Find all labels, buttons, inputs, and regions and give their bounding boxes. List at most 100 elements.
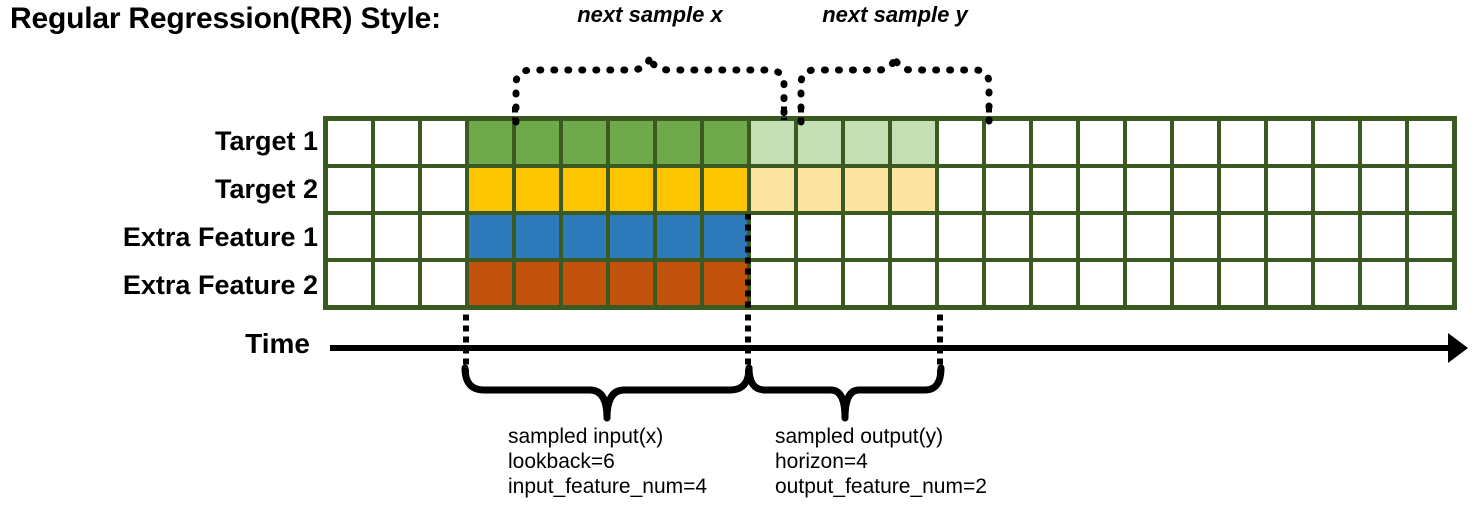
grid-cell (610, 215, 653, 258)
grid-row-target-2 (328, 168, 1452, 211)
grid-row-target-1 (328, 121, 1452, 164)
grid-cell (1033, 121, 1076, 164)
time-axis-line (330, 345, 1458, 351)
guide-line-top-x-start (512, 104, 518, 120)
grid-cell (563, 262, 606, 305)
grid-cell (1127, 215, 1170, 258)
annotation-sampled-output-line-3: output_feature_num=2 (775, 475, 987, 498)
grid-cell (563, 215, 606, 258)
annotation-sampled-input-line-2: lookback=6 (508, 450, 615, 473)
grid-cell (704, 121, 747, 164)
guide-line-input-end-upper (745, 214, 751, 312)
grid-row-extra-feature-1 (328, 215, 1452, 258)
bottom-brace-sampled-output (745, 364, 945, 422)
grid-cell (1315, 215, 1358, 258)
grid-cell (469, 121, 512, 164)
guide-line-input-end (745, 311, 751, 373)
grid-cell (704, 168, 747, 211)
grid-cell (657, 121, 700, 164)
grid-cell (610, 262, 653, 305)
grid-cell (798, 168, 841, 211)
annotation-sampled-input-line-3: input_feature_num=4 (508, 475, 708, 498)
grid-cell (1268, 121, 1311, 164)
grid-cell (1174, 168, 1217, 211)
grid-cell (657, 262, 700, 305)
grid-cell (516, 262, 559, 305)
grid-cell (563, 121, 606, 164)
grid-cell (798, 121, 841, 164)
time-axis-arrowhead (1448, 333, 1468, 363)
grid-cell (328, 121, 371, 164)
grid-cell (1080, 121, 1123, 164)
grid-cell (375, 121, 418, 164)
bottom-brace-sampled-input (461, 364, 753, 422)
row-label-target-1: Target 1 (214, 126, 318, 156)
grid-cell (1033, 262, 1076, 305)
grid-cell (986, 168, 1029, 211)
row-label-target-2: Target 2 (214, 174, 318, 204)
grid-cell (892, 215, 935, 258)
grid-cell (1127, 121, 1170, 164)
grid-cell (328, 168, 371, 211)
grid-cell (1174, 215, 1217, 258)
grid-cell (939, 262, 982, 305)
grid-cell (657, 168, 700, 211)
grid-cell (657, 215, 700, 258)
row-label-column: Target 1 Target 2 Extra Feature 1 Extra … (0, 0, 318, 516)
grid-cell (1221, 121, 1264, 164)
grid-cell (939, 121, 982, 164)
grid-cell (1221, 262, 1264, 305)
row-label-extra-feature-2: Extra Feature 2 (122, 270, 318, 300)
grid-cell (751, 168, 794, 211)
grid-cell (986, 215, 1029, 258)
grid-cell (422, 262, 465, 305)
grid-cell (798, 262, 841, 305)
grid-cell (845, 121, 888, 164)
grid-cell (1268, 215, 1311, 258)
grid-cell (469, 215, 512, 258)
grid-cell (516, 168, 559, 211)
grid-cell (939, 215, 982, 258)
grid-cell (986, 121, 1029, 164)
timeseries-grid (323, 116, 1457, 310)
grid-cell (516, 215, 559, 258)
grid-cell (422, 168, 465, 211)
grid-cell (751, 215, 794, 258)
grid-cell (1174, 262, 1217, 305)
annotation-sampled-input-line-1: sampled input(x) (508, 425, 664, 448)
grid-cell (892, 121, 935, 164)
grid-cell (1080, 215, 1123, 258)
grid-cell (986, 262, 1029, 305)
guide-line-top-y-end (986, 104, 992, 120)
guide-line-top-y-start (798, 104, 804, 120)
grid-cell (328, 262, 371, 305)
grid-cell (1362, 215, 1405, 258)
top-brace-next-sample-x (512, 55, 788, 126)
grid-cell (375, 168, 418, 211)
grid-cell (516, 121, 559, 164)
grid-cell (610, 168, 653, 211)
grid-cell (1409, 121, 1452, 164)
grid-cell (1268, 262, 1311, 305)
annotation-sampled-input: sampled input(x) lookback=6 input_featur… (508, 424, 707, 499)
grid-cell (1033, 168, 1076, 211)
grid-cell (563, 168, 606, 211)
grid-cell (1409, 168, 1452, 211)
grid-cell (610, 121, 653, 164)
grid-cell (1221, 168, 1264, 211)
annotation-next-sample-x: next sample x (577, 2, 723, 27)
grid-cell (375, 215, 418, 258)
grid-cell (1362, 168, 1405, 211)
grid-cell (375, 262, 418, 305)
page-title: Regular Regression(RR) Style: (10, 2, 441, 35)
grid-cell (751, 121, 794, 164)
grid-cell (751, 262, 794, 305)
annotation-sampled-output: sampled output(y) horizon=4 output_featu… (775, 424, 987, 499)
annotation-next-sample-y: next sample y (822, 2, 968, 27)
guide-line-output-end (937, 311, 943, 373)
grid-cell (845, 215, 888, 258)
grid-cell (1315, 168, 1358, 211)
grid-cell (1127, 262, 1170, 305)
grid-cell (704, 215, 747, 258)
